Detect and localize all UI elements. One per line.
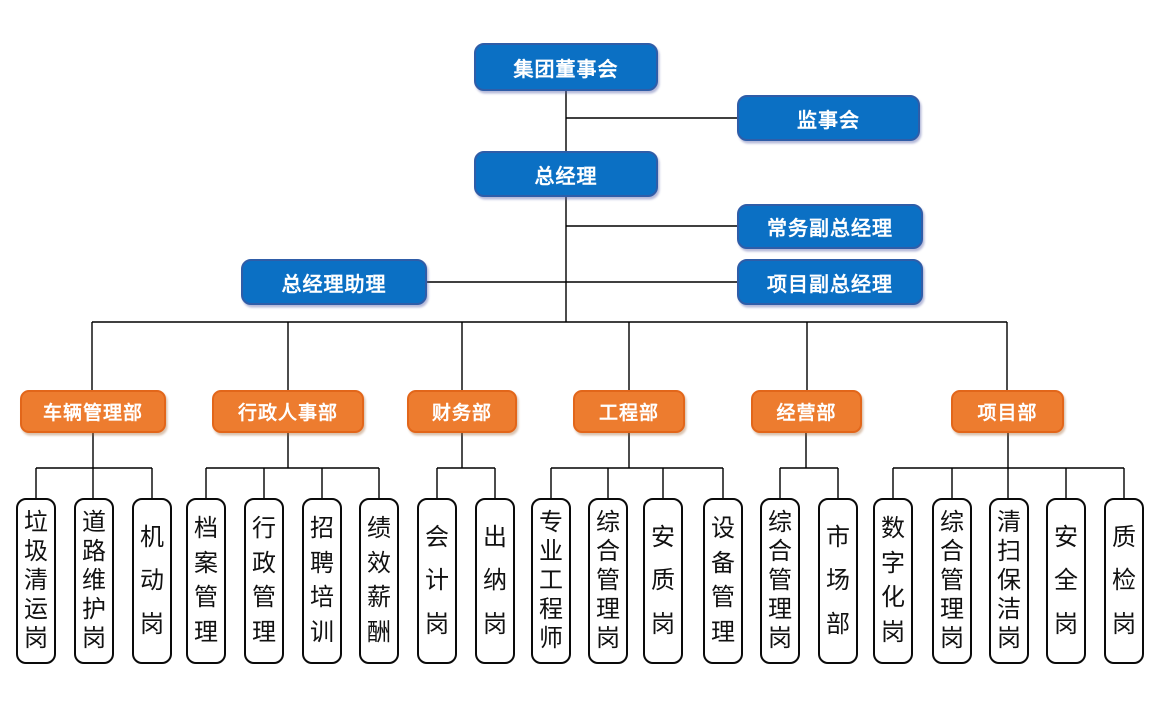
dept-admin-hr: 行政人事部 [212, 390, 364, 433]
position-box: 会计岗 [417, 498, 457, 664]
node-project-deputy-gm: 项目副总经理 [737, 259, 923, 305]
position-box: 行政管理 [244, 498, 284, 664]
position-box: 专业工程师 [531, 498, 571, 664]
position-box: 垃圾清运岗 [16, 498, 56, 664]
node-supervisory-board: 监事会 [737, 95, 920, 141]
dept-finance: 财务部 [407, 390, 517, 433]
position-box: 质检岗 [1104, 498, 1144, 664]
position-box: 设备管理 [703, 498, 743, 664]
position-box: 机动岗 [132, 498, 172, 664]
position-box: 综合管理岗 [588, 498, 628, 664]
position-box: 综合管理岗 [932, 498, 972, 664]
position-box: 市场部 [818, 498, 858, 664]
dept-operations: 经营部 [751, 390, 862, 433]
position-box: 综合管理岗 [760, 498, 800, 664]
dept-project: 项目部 [951, 390, 1064, 433]
node-executive-deputy-gm: 常务副总经理 [737, 204, 923, 249]
position-box: 招聘培训 [302, 498, 342, 664]
position-box: 安全岗 [1046, 498, 1086, 664]
dept-vehicle-management: 车辆管理部 [20, 390, 166, 433]
dept-engineering: 工程部 [573, 390, 685, 433]
node-gm-assistant: 总经理助理 [241, 259, 427, 305]
node-board: 集团董事会 [474, 43, 658, 91]
position-box: 道路维护岗 [74, 498, 114, 664]
position-box: 档案管理 [186, 498, 226, 664]
position-box: 出纳岗 [475, 498, 515, 664]
position-box: 数字化岗 [873, 498, 913, 664]
position-box: 绩效薪酬 [359, 498, 399, 664]
position-box: 清扫保洁岗 [989, 498, 1029, 664]
node-general-manager: 总经理 [474, 151, 658, 197]
position-box: 安质岗 [643, 498, 683, 664]
